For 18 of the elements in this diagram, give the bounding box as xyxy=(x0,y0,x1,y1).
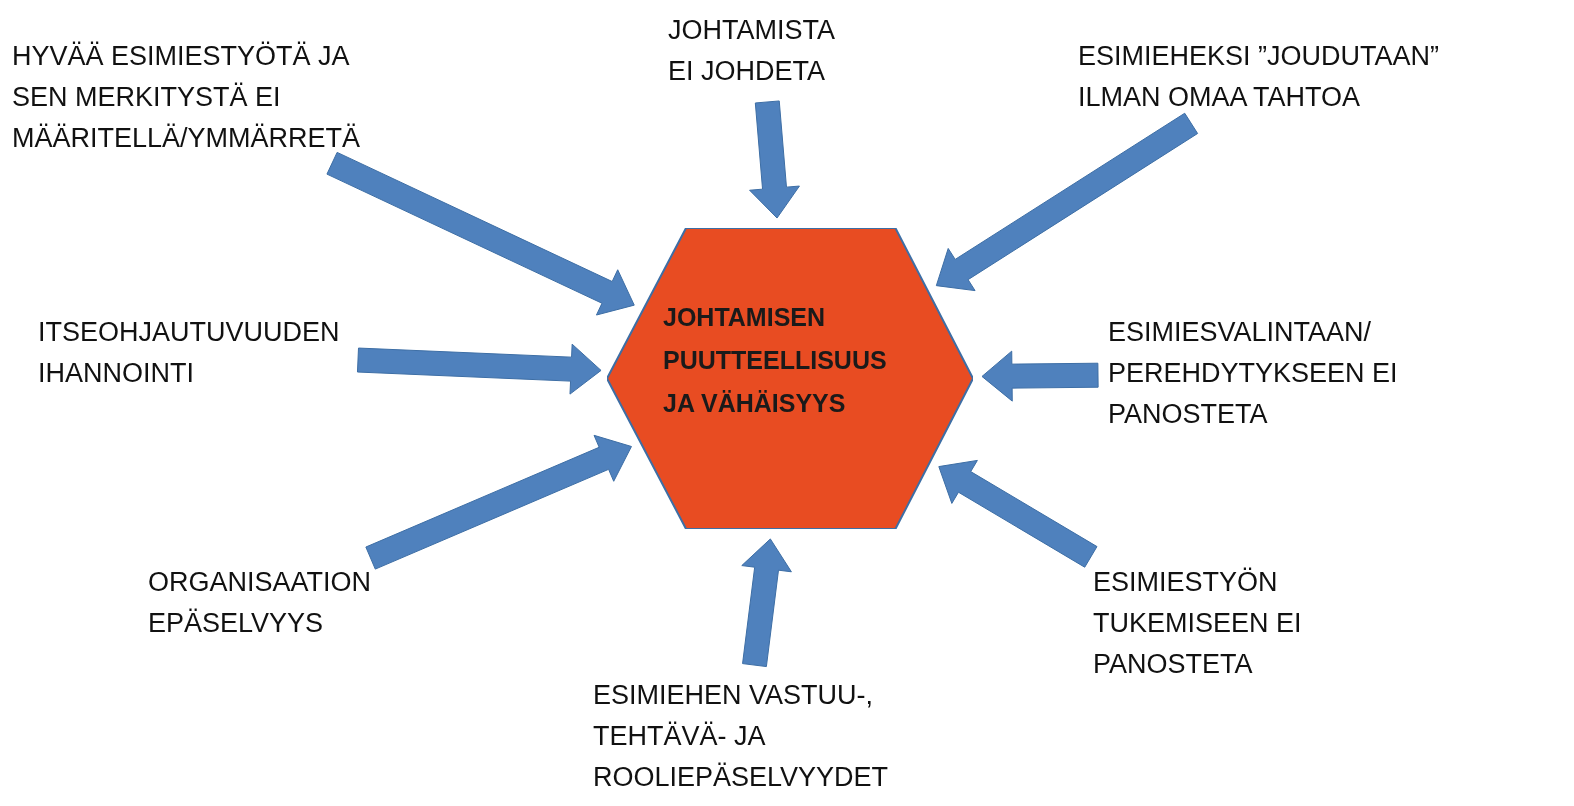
cause-text: JOHTAMISTA EI JOHDETA xyxy=(668,14,836,88)
block-arrow xyxy=(935,112,1199,292)
block-arrow xyxy=(365,434,632,570)
cause-text: ESIMIEHEKSI ”JOUDUTAAN” ILMAN OMAA TAHTOA xyxy=(1078,40,1441,114)
cause-text: ESIMIESVALINTAAN/ PEREHDYTYKSEEN EI PANOSTETA xyxy=(1108,316,1399,431)
cause-text: HYVÄÄ ESIMIESTYÖTÄ JA SEN MERKITYSTÄ EI MÄÄRITELLÄ/YMMÄRRETÄ xyxy=(12,40,362,155)
cause-text: ORGANISAATION EPÄSELVYYS xyxy=(148,566,373,640)
center-title: JOHTAMISEN PUUTTEELLISUUS JA VÄHÄISYYS xyxy=(663,302,888,419)
block-arrow xyxy=(741,538,792,668)
cause-text: ITSEOHJAUTUVUUDEN IHANNOINTI xyxy=(38,316,341,390)
cause-text: ESIMIESTYÖN TUKEMISEEN EI PANOSTETA xyxy=(1093,566,1303,681)
block-arrow xyxy=(326,151,635,316)
block-arrow xyxy=(938,459,1098,568)
cause-text: ESIMIEHEN VASTUU-, TEHTÄVÄ- JA ROOLIEPÄSELVYYDET xyxy=(593,679,890,794)
block-arrow xyxy=(357,343,602,395)
hexagon-shape xyxy=(607,228,973,529)
block-arrow xyxy=(749,100,800,219)
block-arrow xyxy=(981,350,1099,402)
